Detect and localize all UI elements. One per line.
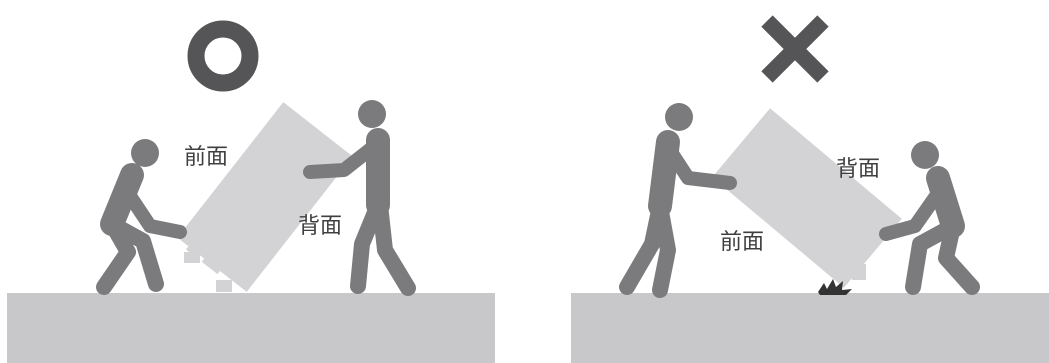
appliance-left [177,102,352,292]
person-standing-right [627,103,730,290]
label-back-right: 背面 [836,157,880,182]
cross-icon [767,21,823,77]
person-crouching-left [104,139,180,287]
head [358,100,386,128]
label-front-left: 前面 [184,145,228,170]
appliance-right [712,108,902,288]
head [665,103,693,131]
panel-correct: 前面 背面 [7,29,495,363]
person-crouching-right [886,141,972,287]
label-front-right: 前面 [720,230,764,255]
head [131,139,159,167]
floor-left [7,293,495,363]
panel-incorrect: 背面 前面 [571,21,1049,363]
person-standing-left [310,100,408,288]
floor-right [571,293,1049,363]
circle-icon [196,29,250,83]
head [911,141,939,169]
label-back-left: 背面 [298,214,342,239]
